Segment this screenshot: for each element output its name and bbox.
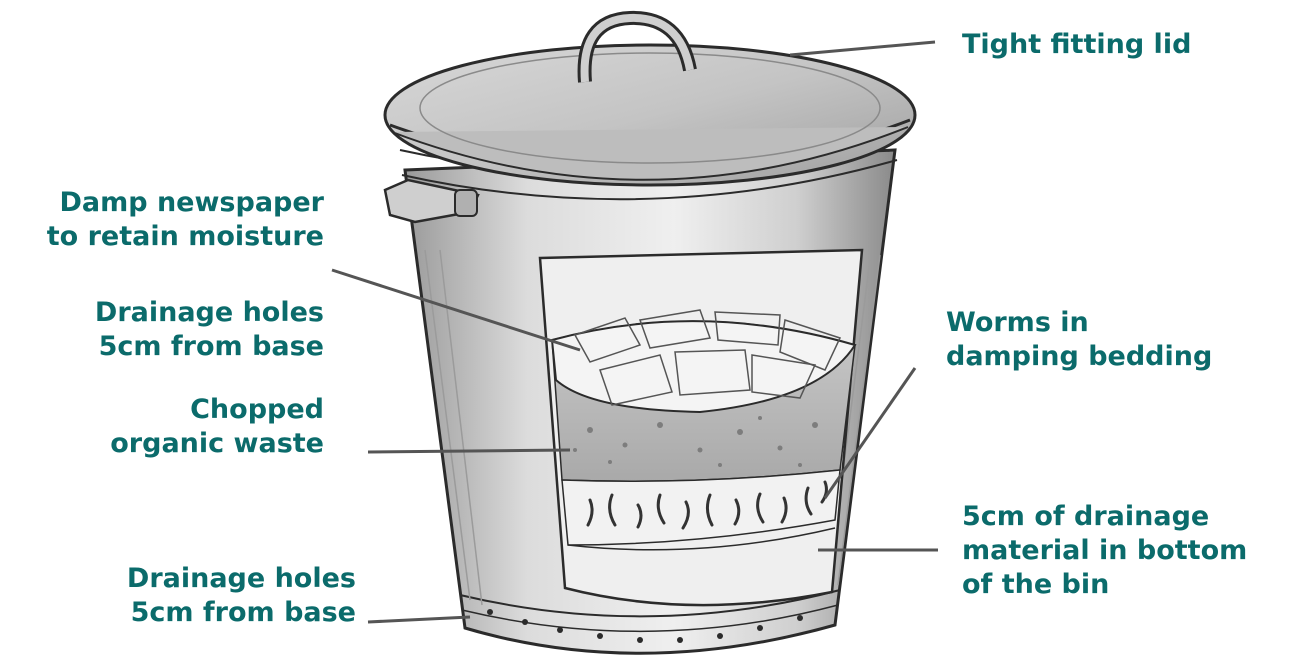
label-drainage-material: 5cm of drainage material in bottom of th… — [962, 500, 1247, 602]
label-holes-lower-line2: 5cm from base — [130, 597, 356, 628]
label-drainage-holes-upper: Drainage holes 5cm from base — [6, 296, 324, 364]
label-drainage-line1: 5cm of drainage — [962, 501, 1210, 532]
label-organic-line1: Chopped — [190, 394, 324, 425]
label-organic-line2: organic waste — [110, 428, 324, 459]
label-holes-upper-line2: 5cm from base — [98, 331, 324, 362]
bin-drainage-holes — [487, 609, 803, 643]
label-drainage-holes-lower: Drainage holes 5cm from base — [6, 562, 356, 630]
label-holes-upper-line1: Drainage holes — [94, 297, 324, 328]
label-drainage-line2: material in bottom — [962, 535, 1248, 566]
label-tight-fitting-lid: Tight fitting lid — [962, 28, 1191, 62]
leader-line-newspaper — [331, 268, 581, 352]
label-holes-lower-line1: Drainage holes — [126, 563, 356, 594]
bin-side-handle — [383, 178, 480, 224]
label-damp-newspaper: Damp newspaper to retain moisture — [6, 186, 324, 254]
label-worms-line2: damping bedding — [946, 341, 1213, 372]
label-chopped-organic-waste: Chopped organic waste — [6, 393, 324, 461]
label-drainage-line3: of the bin — [962, 569, 1110, 600]
leader-line-organic — [367, 448, 571, 454]
label-newspaper-line2: to retain moisture — [46, 221, 324, 252]
label-lid-line1: Tight fitting lid — [962, 29, 1192, 60]
bin-cutaway — [538, 248, 864, 607]
bin-lid — [383, 10, 917, 187]
label-newspaper-line1: Damp newspaper — [59, 187, 324, 218]
leader-line-worms — [823, 367, 917, 499]
label-worms-line1: Worms in — [946, 307, 1089, 338]
leader-line-holes-lower — [367, 615, 471, 624]
label-worms-in-bedding: Worms in damping bedding — [946, 306, 1212, 374]
leader-line-lid — [789, 40, 936, 57]
leader-lines — [331, 40, 938, 624]
